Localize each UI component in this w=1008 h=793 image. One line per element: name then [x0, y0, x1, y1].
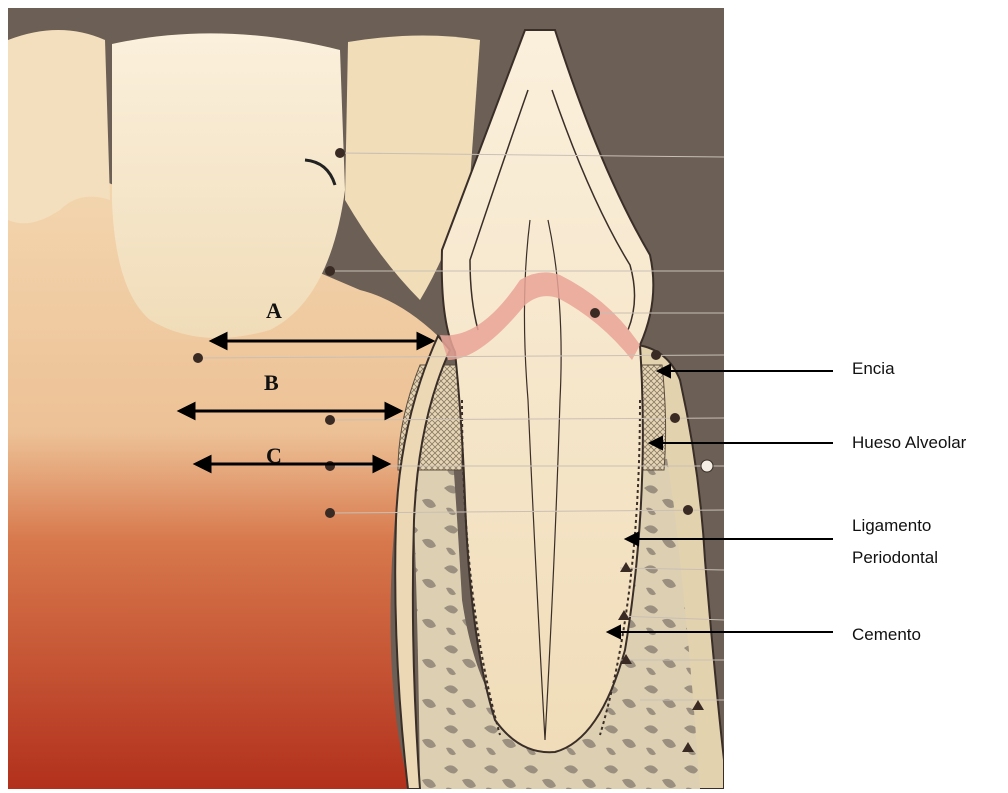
label-encia: Encia	[852, 359, 895, 378]
photo-tooth-center	[112, 33, 345, 338]
label-cemento: Cemento	[852, 625, 921, 644]
measure-label-a: A	[266, 298, 282, 323]
label-hueso-alveolar: Hueso Alveolar	[852, 433, 967, 452]
measure-label-c: C	[266, 443, 282, 468]
measure-label-b: B	[264, 370, 279, 395]
crest-hatch-right	[640, 365, 666, 470]
label-ligamento: Ligamento	[852, 516, 931, 535]
photo-tooth-left	[8, 30, 110, 223]
marker-open-dot	[701, 460, 713, 472]
label-periodontal: Periodontal	[852, 548, 938, 567]
